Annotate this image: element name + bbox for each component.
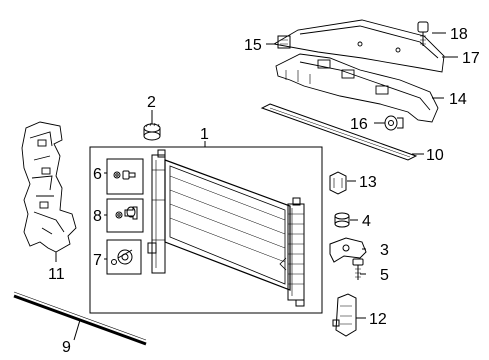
part-12-bracket <box>332 293 357 337</box>
part-18-bolt <box>417 21 429 46</box>
callout-12: 12 <box>369 311 387 328</box>
part-2-cap <box>143 122 161 141</box>
part-6-drain-plug <box>113 170 136 180</box>
callout-17: 17 <box>462 50 480 67</box>
part-16-grommet <box>384 115 404 131</box>
callout-1: 1 <box>200 126 209 143</box>
callout-11: 11 <box>48 266 65 283</box>
callout-13: 13 <box>359 174 377 191</box>
part-8-fitting <box>115 206 138 220</box>
part-11-deflector <box>21 121 77 253</box>
callout-2: 2 <box>147 94 156 111</box>
callout-15: 15 <box>244 37 262 54</box>
callout-18: 18 <box>450 26 468 43</box>
part-5-bolt <box>352 258 364 280</box>
part-7-seal <box>111 249 133 265</box>
callout-7: 7 <box>93 252 102 269</box>
callout-16: 16 <box>350 116 368 133</box>
callout-4: 4 <box>362 213 371 230</box>
callout-3: 3 <box>380 242 389 259</box>
radiator-frame-box <box>89 146 323 314</box>
radiator-core <box>147 149 305 307</box>
part-9-strip <box>13 291 147 346</box>
callout-9: 9 <box>62 339 71 356</box>
part-3-bracket <box>329 237 367 263</box>
part-10-seal-strip <box>260 103 418 161</box>
part-15-clip <box>277 35 291 49</box>
callout-8: 8 <box>93 208 102 225</box>
part-7-box <box>106 239 142 275</box>
callout-6: 6 <box>93 166 102 183</box>
callout-14: 14 <box>449 91 467 108</box>
callout-5: 5 <box>380 267 389 284</box>
callout-10: 10 <box>426 147 444 164</box>
part-13-clip <box>329 171 347 195</box>
part-4-grommet <box>334 212 350 228</box>
part-6-box <box>106 158 144 195</box>
part-14-bracket <box>275 53 439 123</box>
part-17-upper-deflector <box>272 19 445 73</box>
